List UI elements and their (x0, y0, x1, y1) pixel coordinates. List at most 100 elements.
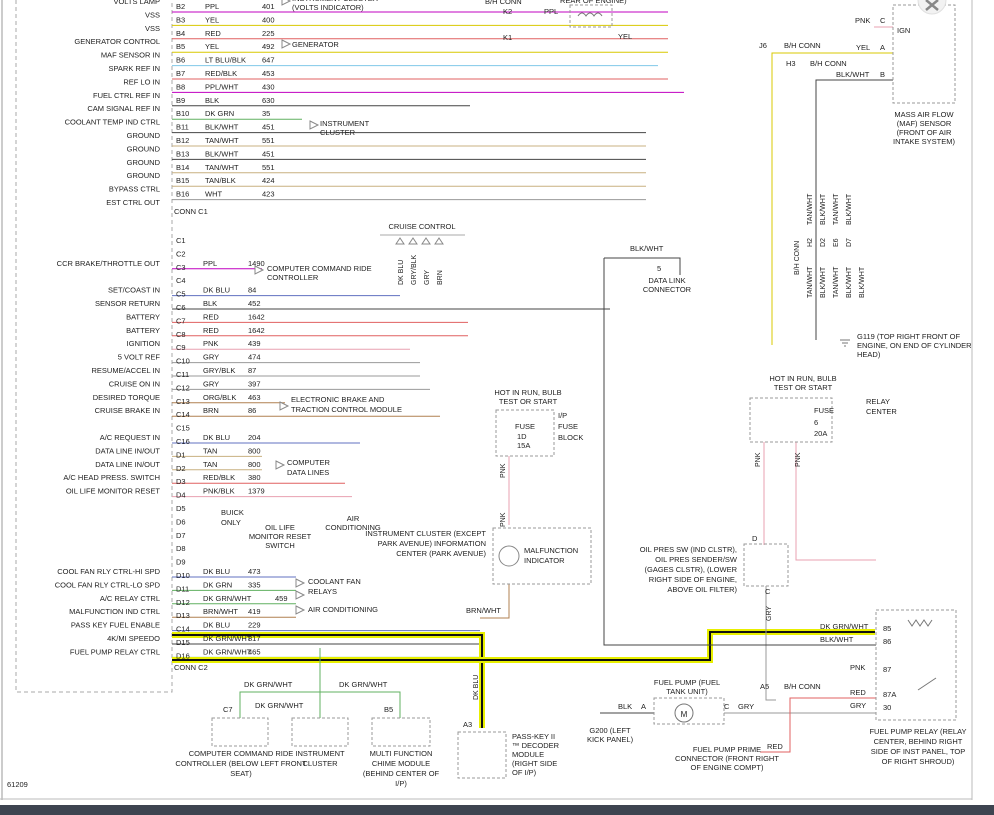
circuit-number: 419 (248, 607, 261, 616)
wire-color-label: TAN/WHT (205, 163, 239, 172)
wire-color-label: BLK/WHT (205, 149, 239, 158)
pin-label: C4 (176, 276, 186, 285)
pin-label: C10 (176, 357, 190, 366)
arrow-icon (279, 401, 290, 411)
circuit-number: 86 (248, 406, 256, 415)
wire-color-label: PNK (500, 463, 507, 478)
wire (480, 584, 510, 619)
pin-label: D10 (176, 571, 190, 580)
ccm-ride-label: COMPUTER COMMAND RIDE (267, 264, 372, 273)
ebtcm-label: ELECTRONIC BRAKE AND (291, 395, 385, 404)
circuit-number: 800 (248, 460, 261, 469)
pin-label: D7 (846, 238, 853, 247)
pcm-label: VSS (145, 24, 160, 33)
volts-indicator-label: (VOLTS INDICATOR) (292, 3, 364, 12)
circuit-number: 424 (262, 176, 275, 185)
pin-label: B3 (176, 15, 185, 24)
close-icon[interactable] (906, 0, 958, 22)
wire-color-label: DK GRN/WHT (820, 622, 869, 631)
pcm-label: A/C REQUEST IN (100, 433, 160, 442)
pin-label: C6 (176, 303, 186, 312)
fuse-label: FUSE (814, 406, 834, 415)
diagram-id-label: 61209 (7, 780, 28, 789)
pin-label: H3 (786, 59, 796, 68)
pin-label: B16 (176, 190, 189, 199)
pcm-label: FUEL PUMP RELAY CTRL (70, 647, 160, 656)
circuit-number: 459 (275, 594, 288, 603)
close-button[interactable] (906, 0, 958, 22)
circuit-number: 225 (262, 29, 275, 38)
pcm-label: MALFUNCTION IND CTRL (69, 607, 160, 616)
motor-icon (674, 703, 694, 723)
pcm-label: A/C HEAD PRESS. SWITCH (63, 473, 160, 482)
coil-icon (577, 12, 603, 17)
pin-label: C12 (176, 383, 190, 392)
pin-label: C13 (176, 397, 190, 406)
pcm-label: COOL FAN RLY CTRL-LO SPD (55, 580, 161, 589)
pin-label: C9 (176, 343, 186, 352)
wire-color-label: BRN/WHT (466, 606, 501, 615)
arrow-icon (281, 39, 292, 49)
pin-label: C11 (176, 370, 189, 379)
circuit-number: 397 (248, 379, 261, 388)
bh-conn-label: B/H CONN (794, 241, 801, 275)
circuit-number: 817 (248, 634, 261, 643)
bh-conn-label: B/H CONN (784, 682, 821, 691)
wire-color-label: RED (203, 326, 219, 335)
motor-label: M (681, 710, 688, 719)
instrument-cluster-label: INSTRUMENT CLUSTER (292, 0, 379, 3)
wire-color-label: DK GRN/WHT (339, 680, 388, 689)
wire-color-label: BLK/WHT (820, 635, 854, 644)
pin-label: B2 (176, 2, 185, 11)
wire-color-label: WHT (205, 190, 222, 199)
wire-color-label: RED (767, 742, 783, 751)
pin-label: B7 (176, 69, 185, 78)
arrow-icon (309, 120, 320, 130)
pcm-label: FUEL CTRL REF IN (93, 91, 160, 100)
pcm-label: GROUND (127, 158, 161, 167)
circuit-number: 401 (262, 2, 275, 11)
wire-color-label: LT BLU/BLK (205, 56, 246, 65)
wire-color-label: DK BLU (203, 433, 230, 442)
relay-pin-label: 30 (883, 703, 891, 712)
pcm-label: CCR BRAKE/THROTTLE OUT (57, 259, 161, 268)
wire-color-label: PNK/BLK (203, 487, 235, 496)
pin-label: D2 (176, 464, 186, 473)
pcm-label: GROUND (127, 171, 161, 180)
circuit-number: 423 (262, 190, 275, 199)
wire-color-label: DK GRN (203, 580, 232, 589)
pcm-label: COOLANT TEMP IND CTRL (65, 118, 160, 127)
pin-label: B14 (176, 163, 189, 172)
wire (603, 258, 876, 646)
pin-label: B (880, 70, 885, 79)
pcm-label: SENSOR RETURN (95, 299, 160, 308)
wire-color-label: GRY/BLK (203, 366, 235, 375)
wire-color-label: TAN (203, 460, 217, 469)
wire-color-label: BLK (205, 96, 219, 105)
wire-color-label: DK BLU (398, 260, 405, 285)
wire-color-label: TAN/WHT (807, 193, 814, 225)
connector-label: CONN C1 (174, 207, 208, 216)
wire-color-label: TAN/BLK (205, 176, 236, 185)
wire-color-label: PPL (544, 7, 558, 16)
pin-label: A5 (760, 682, 769, 691)
wire-color-label: BLK (618, 702, 632, 711)
wire-color-label: YEL (205, 42, 219, 51)
pin-label: C (765, 587, 771, 596)
fuse-label: FUSE (515, 422, 535, 431)
buick-only-label: ONLY (221, 518, 241, 527)
pin-label: B4 (176, 29, 185, 38)
circuit-number: 439 (248, 339, 261, 348)
wire-color-label: DK BLU (203, 567, 230, 576)
rear-engine-label: REAR OF ENGINE) (560, 0, 627, 5)
arrow-icon (254, 265, 265, 275)
fuse-block-label: BLOCK (558, 433, 583, 442)
wire-color-label: PNK (755, 452, 762, 467)
pin-label: D7 (176, 531, 186, 540)
circuit-number: 451 (262, 123, 275, 132)
